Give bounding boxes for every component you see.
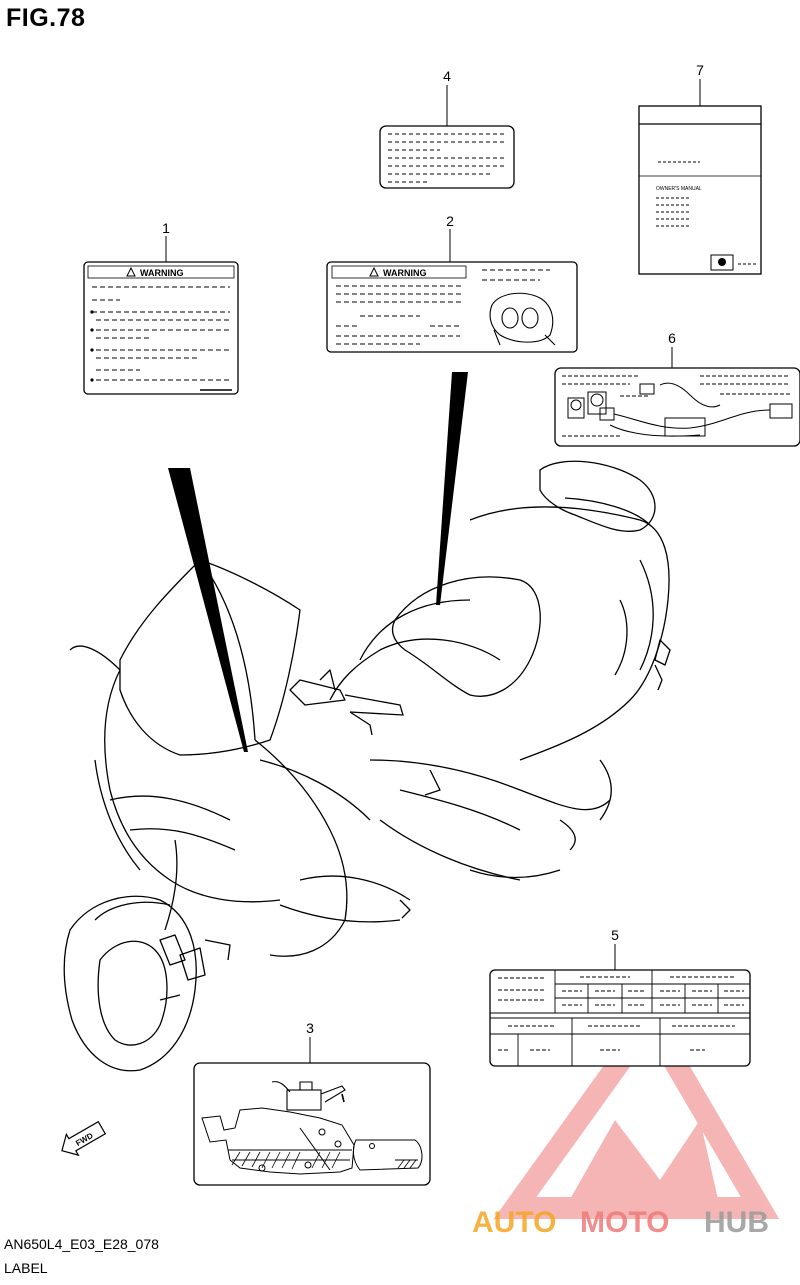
label-1-group: 1 WARNING bbox=[83, 220, 239, 395]
manual-title-text: OWNER'S MANUAL bbox=[656, 186, 702, 192]
wiring-harness-icon bbox=[567, 382, 793, 437]
forward-arrow-icon: FWD bbox=[61, 1120, 107, 1157]
watermark-text: AUTO MOTO HUB bbox=[472, 1206, 769, 1239]
gauge-icon bbox=[489, 292, 556, 346]
callout-number-2: 2 bbox=[446, 213, 454, 229]
scooter-outline bbox=[63, 460, 671, 1072]
watermark-logo bbox=[493, 999, 780, 1219]
watermark-m-shape bbox=[565, 1120, 720, 1208]
callout-number-4: 4 bbox=[443, 68, 451, 84]
oil-label bbox=[193, 1062, 431, 1186]
warning-2-text: WARNING bbox=[383, 268, 427, 278]
label-2-group: 2 WARNING bbox=[326, 213, 578, 353]
warning-label-2 bbox=[326, 261, 578, 353]
label-4-group: 4 bbox=[379, 68, 515, 189]
leader-wedge-1 bbox=[168, 468, 248, 752]
callout-number-6: 6 bbox=[668, 330, 676, 346]
manual-logo-box bbox=[710, 254, 734, 271]
watermark-word-hub: HUB bbox=[704, 1206, 769, 1239]
leader-wedge-2 bbox=[436, 372, 468, 605]
oil-level-hatching bbox=[231, 1151, 417, 1170]
figure-code: AN650L4_E03_E28_078 bbox=[4, 1236, 159, 1252]
engine-dipstick-icon bbox=[201, 1107, 423, 1175]
watermark-word-auto: AUTO bbox=[472, 1206, 556, 1239]
oil-can-icon bbox=[271, 1081, 346, 1111]
info-label bbox=[379, 125, 515, 189]
callout-number-7: 7 bbox=[696, 62, 704, 78]
warning-1-text: WARNING bbox=[140, 268, 184, 278]
watermark-word-moto: MOTO bbox=[580, 1206, 669, 1239]
callout-number-1: 1 bbox=[162, 220, 170, 236]
label-3-group: 3 bbox=[193, 1020, 431, 1186]
wiring-label bbox=[554, 367, 800, 447]
label-6-group: 6 bbox=[554, 330, 800, 447]
callout-number-3: 3 bbox=[306, 1020, 314, 1036]
callout-number-5: 5 bbox=[611, 927, 619, 943]
warning-label-1 bbox=[83, 261, 239, 395]
label-7-group: 7 OWNER'S MANUAL bbox=[638, 62, 762, 275]
label-5-group: 5 bbox=[489, 927, 751, 1067]
figure-name: LABEL bbox=[4, 1260, 48, 1276]
figure-title: FIG.78 bbox=[6, 4, 86, 32]
leader-wedges bbox=[168, 372, 468, 752]
owners-manual-booklet bbox=[638, 105, 762, 275]
